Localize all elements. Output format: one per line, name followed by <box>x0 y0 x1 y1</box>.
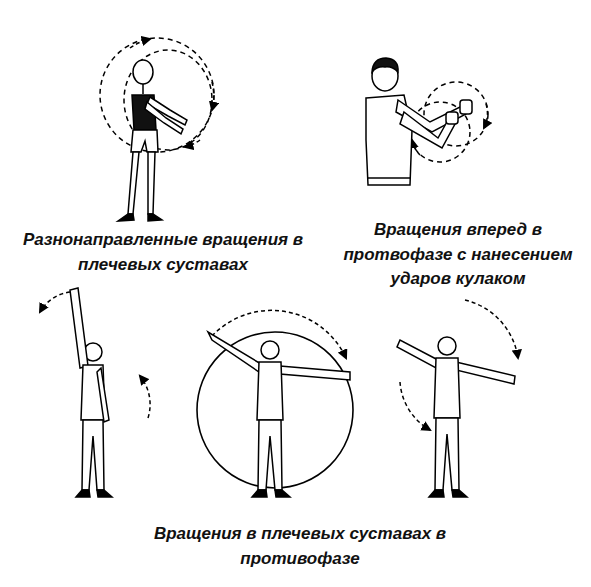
caption: Вращения вперед в протвофазе с нанесение… <box>333 218 583 292</box>
caption: Вращения в плечевых суставах в противофа… <box>150 522 450 571</box>
figure-counterphase <box>397 300 518 497</box>
figure-side <box>100 38 214 221</box>
figure-arms-out <box>197 310 353 497</box>
caption: Разнонаправленные вращения в плечевых су… <box>22 228 304 277</box>
figure-arm-up <box>40 288 150 497</box>
figure-punch <box>366 58 488 185</box>
